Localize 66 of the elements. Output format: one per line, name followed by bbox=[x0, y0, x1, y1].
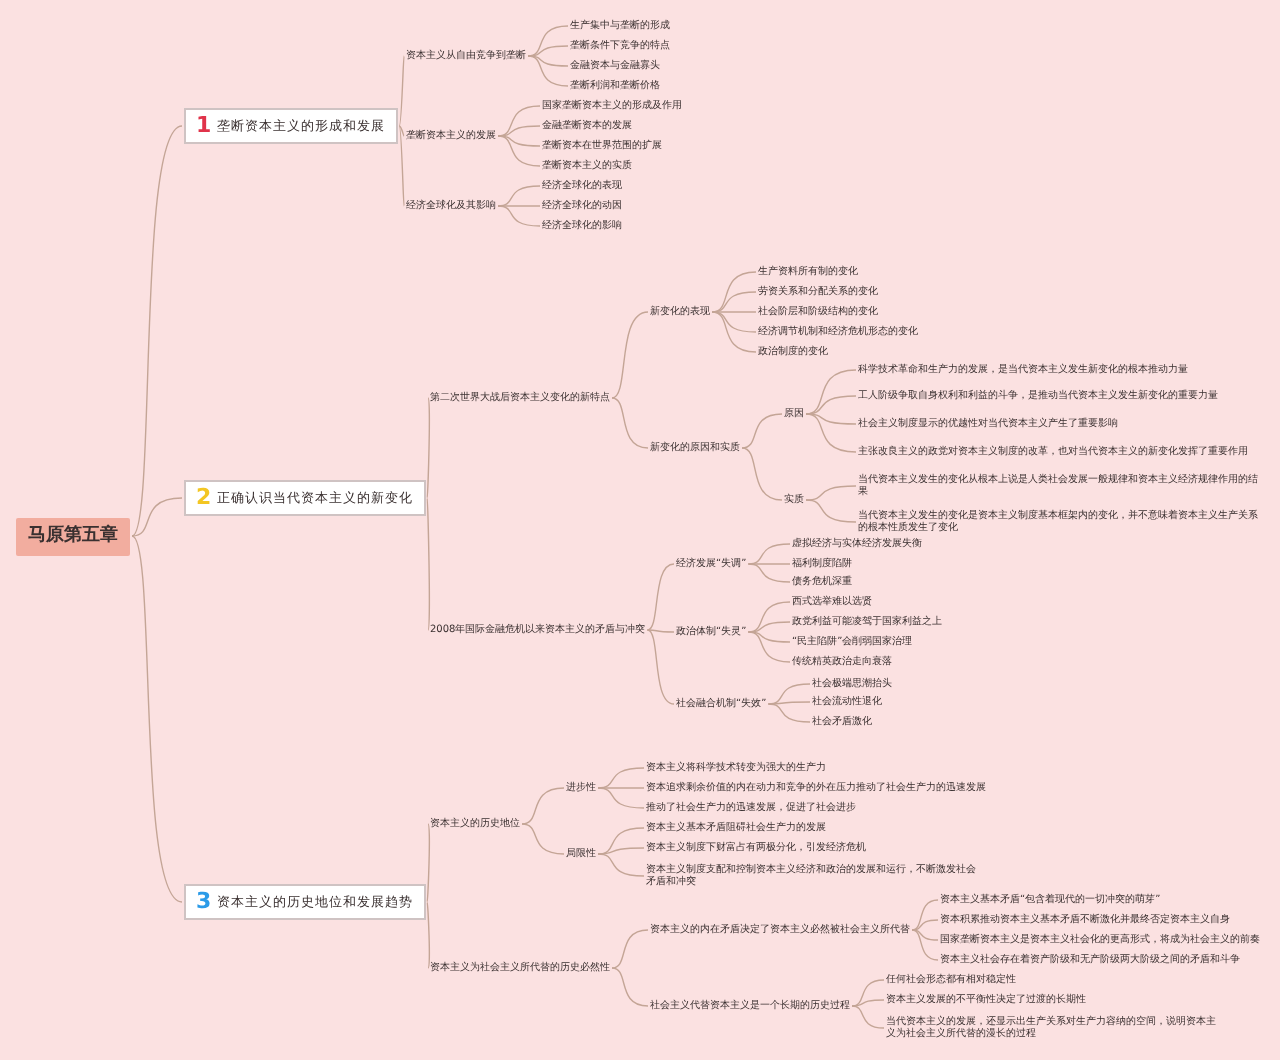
connector-line bbox=[851, 999, 885, 1007]
connector-line bbox=[426, 397, 431, 499]
connector-line bbox=[398, 125, 405, 207]
connector-line bbox=[426, 823, 431, 903]
connector-line bbox=[497, 125, 541, 137]
connector-line bbox=[611, 311, 649, 399]
connector-line bbox=[426, 901, 431, 969]
connector-line bbox=[747, 631, 791, 643]
connector-line bbox=[851, 979, 885, 1007]
connector-line bbox=[747, 631, 791, 663]
connector-line bbox=[527, 55, 569, 87]
connector-line bbox=[747, 563, 791, 583]
topic-box bbox=[184, 884, 426, 920]
section-number: 1 bbox=[196, 116, 212, 136]
connector-line bbox=[911, 919, 939, 931]
connector-line bbox=[398, 55, 405, 127]
connector-line bbox=[611, 967, 649, 1007]
connector-line bbox=[911, 929, 939, 941]
connector-line bbox=[747, 601, 791, 633]
connector-line bbox=[527, 25, 569, 57]
connector-line bbox=[497, 135, 541, 167]
connector-line bbox=[497, 105, 541, 137]
connector-line bbox=[131, 125, 183, 537]
connector-line bbox=[611, 397, 649, 449]
connector-line bbox=[805, 499, 857, 523]
connector-line bbox=[597, 847, 645, 855]
connector-line bbox=[741, 413, 783, 449]
connector-line bbox=[521, 787, 565, 825]
connector-line bbox=[851, 1005, 885, 1029]
connector-line bbox=[497, 205, 541, 207]
section-number: 3 bbox=[196, 892, 212, 912]
connector-line bbox=[611, 929, 649, 969]
connector-line bbox=[911, 929, 939, 961]
connector-line bbox=[527, 45, 569, 57]
connector-line bbox=[767, 701, 811, 705]
connector-line bbox=[711, 271, 757, 313]
connector-line bbox=[741, 447, 783, 501]
connector-line bbox=[711, 311, 757, 333]
connector-line bbox=[711, 311, 757, 353]
connector-line bbox=[805, 485, 857, 501]
connector-line bbox=[646, 629, 675, 633]
connector-line bbox=[527, 55, 569, 67]
connector-line bbox=[805, 369, 857, 415]
connector-line bbox=[426, 497, 431, 631]
topic-box bbox=[184, 108, 398, 144]
connector-line bbox=[747, 563, 791, 565]
connector-line bbox=[805, 395, 857, 415]
connector-line bbox=[131, 535, 183, 903]
topic-box bbox=[184, 480, 426, 516]
connector-line bbox=[805, 413, 857, 453]
connector-line bbox=[747, 621, 791, 633]
connector-line bbox=[767, 703, 811, 723]
connector-line bbox=[646, 629, 675, 705]
connector-line bbox=[805, 413, 857, 425]
connector-line bbox=[711, 311, 757, 313]
connector-line bbox=[497, 135, 541, 147]
connector-line bbox=[131, 497, 183, 537]
connector-line bbox=[597, 787, 645, 809]
connector-line bbox=[646, 563, 675, 631]
connector-line bbox=[597, 787, 645, 789]
root-box: 马原第五章 bbox=[16, 517, 130, 555]
section-number: 2 bbox=[196, 488, 212, 508]
connector-line bbox=[597, 853, 645, 877]
connector-line bbox=[497, 205, 541, 227]
connector-line bbox=[521, 823, 565, 855]
connector-line bbox=[911, 899, 939, 931]
